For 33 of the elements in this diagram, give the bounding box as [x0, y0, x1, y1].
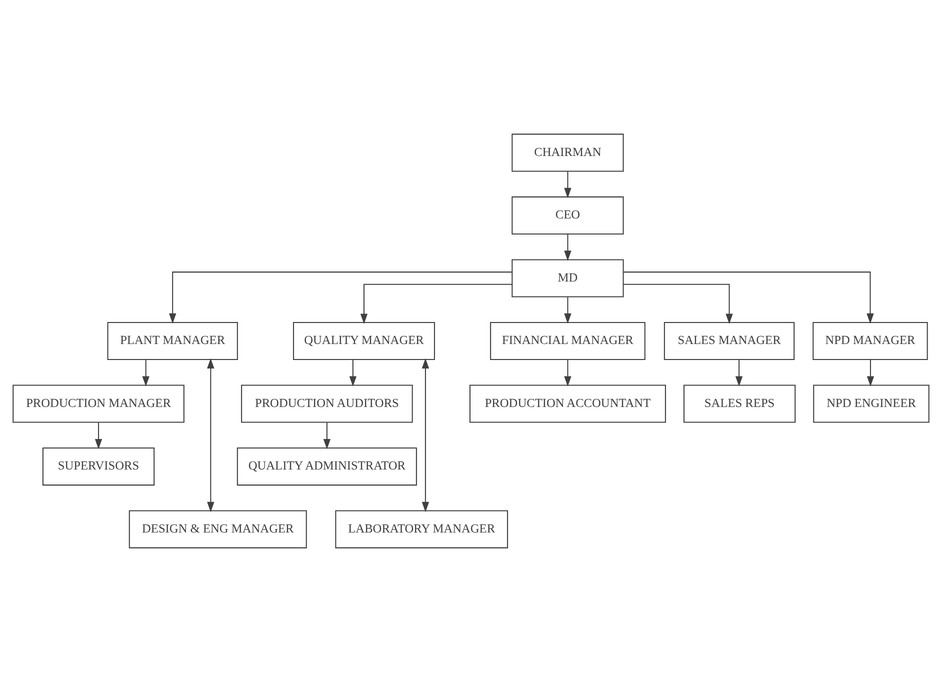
- arrow: [421, 358, 429, 512]
- arrow: [622, 283, 732, 324]
- node-box: CEO: [511, 196, 624, 234]
- arrow: [322, 422, 330, 449]
- node-box: QUALITY MANAGER: [292, 321, 434, 360]
- arrow: [206, 358, 214, 512]
- arrow: [564, 234, 571, 260]
- node-box: PRODUCTION AUDITORS: [240, 384, 412, 422]
- node-box: LABORATORY MANAGER: [334, 510, 508, 548]
- node-box: SALES MANAGER: [663, 321, 794, 360]
- node-box: QUALITY ADMINISTRATOR: [236, 447, 416, 486]
- arrow: [734, 359, 742, 386]
- arrow: [94, 422, 102, 449]
- node-box: SUPERVISORS: [42, 447, 154, 486]
- node-box: PLANT MANAGER: [106, 321, 238, 360]
- node-box: SALES REPS: [682, 384, 796, 422]
- arrow: [168, 271, 512, 324]
- arrow: [623, 271, 874, 324]
- node-box: MD: [511, 258, 624, 297]
- arrow: [142, 359, 149, 386]
- arrow: [360, 283, 512, 324]
- node-box: FINANCIAL MANAGER: [490, 321, 645, 360]
- arrow: [564, 359, 571, 386]
- node-box: PRODUCTION MANAGER: [12, 384, 184, 422]
- node-box: NPD ENGINEER: [812, 384, 929, 422]
- node-box: DESIGN & ENG MANAGER: [128, 510, 306, 548]
- node-box: NPD MANAGER: [812, 321, 928, 360]
- node-box: CHAIRMAN: [511, 133, 624, 172]
- arrow: [564, 171, 571, 198]
- arrow: [348, 359, 356, 386]
- arrow: [866, 359, 874, 386]
- node-box: PRODUCTION ACCOUNTANT: [468, 384, 666, 422]
- arrow: [564, 296, 571, 324]
